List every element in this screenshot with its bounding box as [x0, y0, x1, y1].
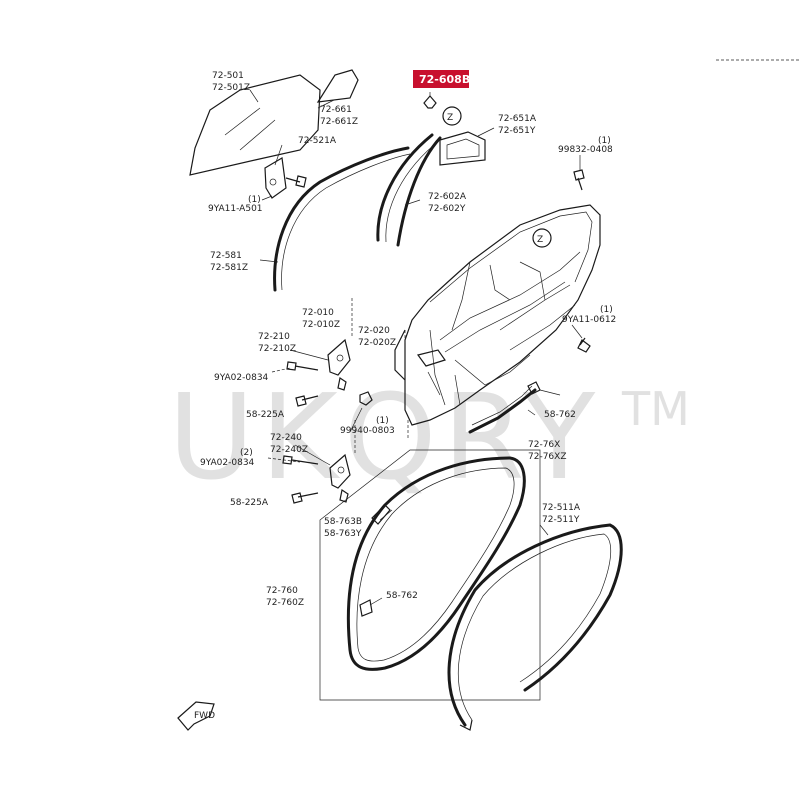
part-label[interactable]: 58-225A — [230, 498, 269, 508]
watermark-trademark: TM — [621, 382, 690, 436]
highlighted-part-callout[interactable]: 72-608B — [413, 70, 470, 88]
body-opening-weatherstrip-end — [459, 719, 473, 731]
watermark: UKQRY TM — [168, 368, 690, 506]
part-label[interactable]: 58-225A — [246, 410, 285, 420]
part-qty: (2) — [240, 448, 253, 458]
outer-belt-molding[interactable] — [273, 146, 410, 292]
highlight-part-number: 72-608B — [419, 73, 470, 86]
part-label[interactable]: 72-760Z — [266, 598, 304, 608]
part-label[interactable]: 58-762 — [386, 591, 418, 601]
part-label[interactable]: 72-581Z — [210, 263, 248, 273]
quarter-window-seal[interactable] — [439, 131, 486, 166]
part-label[interactable]: 72-501 — [212, 71, 244, 81]
part-label[interactable]: 72-240Z — [270, 445, 308, 455]
part-label[interactable]: 72-521A — [298, 136, 337, 146]
part-label[interactable]: 9YA11-0612 — [562, 315, 616, 325]
watermark-text: UKQRY — [168, 368, 601, 506]
body-opening-weatherstrip-inner — [457, 533, 612, 721]
part-label[interactable]: 72-501Z — [212, 83, 250, 93]
part-label[interactable]: 99832-0408 — [558, 145, 613, 155]
part-label[interactable]: 9YA02-0834 — [214, 373, 269, 383]
trim-58-763b[interactable] — [371, 504, 391, 525]
part-label[interactable]: 72-760 — [266, 586, 298, 596]
detail-marker-letter-door: Z — [537, 235, 543, 245]
door-weatherstrip-inner — [356, 467, 515, 662]
lower-hinge[interactable] — [329, 453, 351, 489]
part-label[interactable]: 72-020 — [358, 326, 390, 336]
glass-run-channel[interactable] — [376, 133, 434, 242]
part-label[interactable]: 99940-0803 — [340, 426, 395, 436]
bolt-9ya11-0612[interactable] — [577, 337, 591, 353]
glass-run-channel-inner — [385, 139, 441, 243]
bolt-58-225a-upper[interactable] — [295, 395, 319, 407]
part-label[interactable]: 58-762 — [544, 410, 576, 420]
quarter-window-seal-inner — [446, 138, 480, 160]
part-label[interactable]: 72-210Z — [258, 344, 296, 354]
highlight-box — [413, 70, 469, 88]
door-lower-molding[interactable] — [468, 388, 537, 434]
part-label[interactable]: 58-763B — [324, 517, 362, 527]
dash-bolt-9ya02-upper — [271, 367, 291, 373]
fwd-label: FWD — [194, 711, 215, 721]
part-label[interactable]: 72-661 — [320, 105, 352, 115]
part-qty: (1) — [600, 305, 613, 315]
door-lower-molding-inner — [471, 385, 533, 426]
leader-lines — [249, 89, 583, 606]
part-label[interactable]: 72-602A — [428, 192, 467, 202]
part-label[interactable]: 72-240 — [270, 433, 302, 443]
bracket-hole — [269, 178, 277, 186]
dash-bolt-9ya02-lower — [267, 457, 301, 463]
door-glass[interactable] — [189, 74, 321, 176]
part-label[interactable]: 72-210 — [258, 332, 290, 342]
part-label[interactable]: 72-76XZ — [528, 452, 566, 462]
part-labels: 72-501 72-501Z 72-661 72-661Z 72-521A 9Y… — [200, 71, 616, 608]
outer-belt-molding-inner — [281, 153, 411, 291]
part-label[interactable]: 72-010Z — [302, 320, 340, 330]
part-label[interactable]: 72-581 — [210, 251, 242, 261]
door-check-area — [394, 329, 406, 381]
part-label[interactable]: 72-602Y — [428, 204, 466, 214]
clip-72-608b[interactable] — [423, 95, 437, 109]
quarter-glass[interactable] — [316, 69, 359, 103]
bolt-99832-0408[interactable] — [573, 169, 585, 191]
part-label[interactable]: 9YA11-A501 — [208, 204, 263, 214]
door-panel[interactable] — [404, 204, 601, 426]
bolt-58-225a-lower[interactable] — [291, 492, 319, 504]
nut-99940-0803[interactable] — [359, 391, 373, 406]
part-label[interactable]: 72-511A — [542, 503, 581, 513]
center-sash-channel[interactable] — [396, 136, 442, 247]
clip-58-762-lower[interactable] — [359, 599, 373, 617]
body-opening-weatherstrip[interactable] — [447, 523, 623, 727]
part-label[interactable]: 58-763Y — [324, 529, 362, 539]
lower-hinge-bolt-a[interactable] — [282, 455, 319, 465]
weatherstrip-group-box — [319, 449, 541, 701]
part-label[interactable]: 72-020Z — [358, 338, 396, 348]
part-qty: (1) — [248, 195, 261, 205]
part-qty: (1) — [376, 416, 389, 426]
upper-hinge-hole — [336, 354, 344, 362]
upper-hinge-bolt-a[interactable] — [286, 361, 319, 371]
glass-holder-bracket[interactable] — [264, 157, 287, 199]
part-label[interactable]: 9YA02-0834 — [200, 458, 255, 468]
detail-marker-door[interactable]: Z — [532, 228, 552, 248]
lower-hinge-bolt-b[interactable] — [339, 489, 349, 503]
part-label[interactable]: 72-651A — [498, 114, 537, 124]
part-qty: (1) — [598, 136, 611, 146]
part-label[interactable]: 72-511Y — [542, 515, 580, 525]
lower-hinge-hole — [337, 466, 345, 474]
part-label[interactable]: 72-651Y — [498, 126, 536, 136]
part-label[interactable]: 72-76X — [528, 440, 560, 450]
detail-marker-upper[interactable]: Z — [442, 106, 462, 126]
bracket-bolt[interactable] — [285, 175, 307, 188]
upper-hinge[interactable] — [327, 338, 351, 376]
part-label[interactable]: 72-010 — [302, 308, 334, 318]
fwd-arrow: FWD — [177, 701, 215, 731]
upper-hinge-bolt-b[interactable] — [337, 377, 347, 391]
door-glass-highlight — [224, 107, 276, 151]
detail-marker-letter: Z — [447, 113, 453, 123]
part-label[interactable]: 72-661Z — [320, 117, 358, 127]
